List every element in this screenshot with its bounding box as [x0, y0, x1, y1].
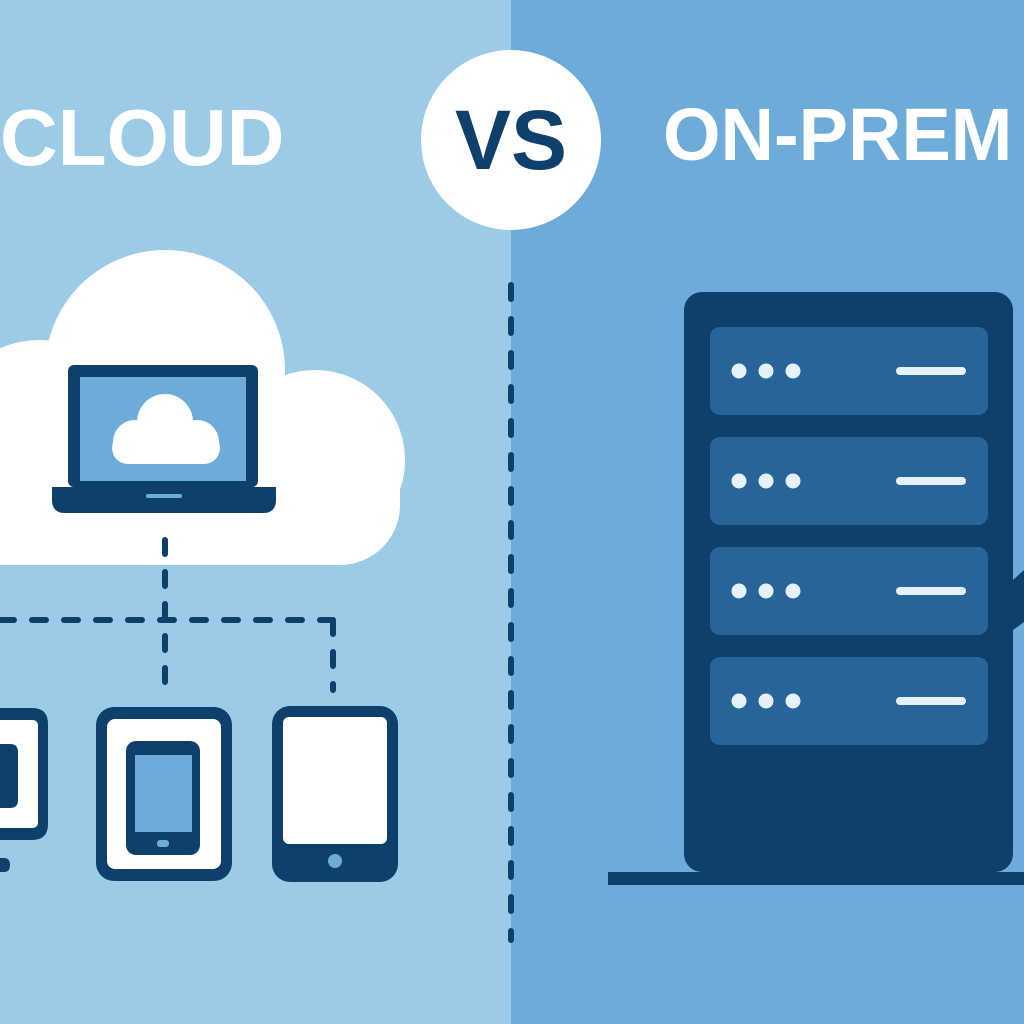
drive-bay-line [896, 367, 966, 375]
status-light-icon [758, 693, 774, 709]
status-light-icon [731, 363, 747, 379]
server-slot [710, 437, 988, 525]
on-prem-title: ON-PREM [663, 93, 1013, 176]
server-slot [710, 547, 988, 635]
floor-line [608, 872, 1024, 885]
drive-bay-line [896, 697, 966, 705]
status-light-icon [758, 363, 774, 379]
cable [1013, 570, 1024, 630]
status-light-icon [758, 473, 774, 489]
network-lines [0, 537, 336, 693]
monitor-device-icon [0, 708, 48, 872]
status-light-icon [785, 583, 801, 599]
status-light-icon [731, 473, 747, 489]
cloud-title: CLOUD [0, 93, 285, 182]
server-slot [710, 327, 988, 415]
server-rack-icon [608, 292, 1024, 885]
tablet-device-icon [272, 706, 398, 882]
status-light-icon [758, 583, 774, 599]
status-light-icon [731, 693, 747, 709]
server-slot [710, 657, 988, 745]
cloud-small-icon [112, 394, 220, 464]
laptop-icon [52, 365, 276, 513]
status-light-icon [731, 583, 747, 599]
vs-label: VS [454, 92, 568, 187]
vs-badge: VS [421, 50, 601, 230]
status-light-icon [785, 473, 801, 489]
phone-device-icon [96, 707, 232, 881]
status-light-icon [785, 363, 801, 379]
drive-bay-line [896, 587, 966, 595]
drive-bay-line [896, 477, 966, 485]
status-light-icon [785, 693, 801, 709]
